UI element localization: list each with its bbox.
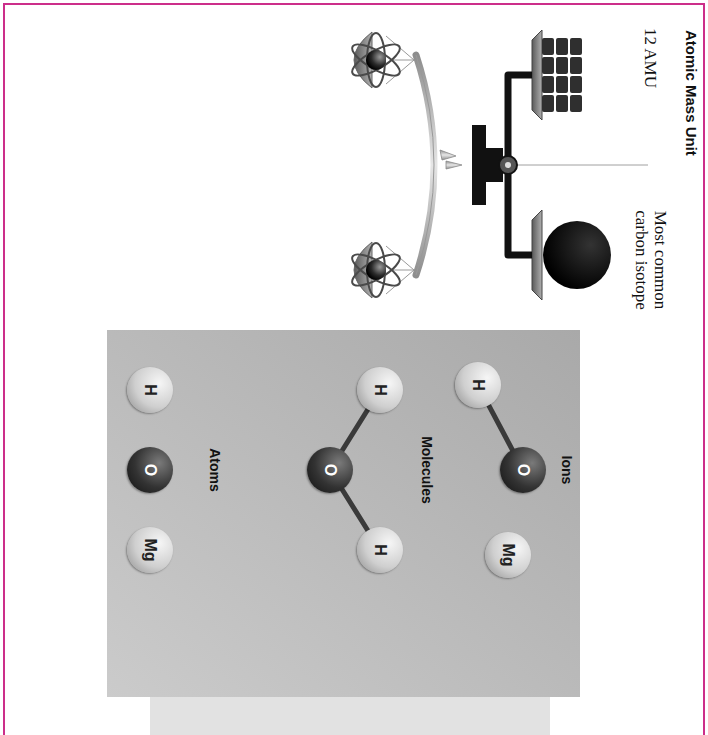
atom-balance [348, 32, 462, 298]
atom-circle: H [127, 367, 173, 413]
atom-circle: O [307, 447, 353, 493]
balance-scale [472, 30, 648, 300]
grey-panel [107, 330, 580, 697]
group-label: Molecules [419, 400, 435, 540]
mass-blocks [542, 38, 582, 112]
element-symbol: O [141, 464, 159, 476]
atom-circle: H [455, 362, 501, 408]
mass-block [542, 76, 554, 93]
group-label: Atoms [207, 400, 223, 540]
element-symbol: Mg [141, 538, 159, 561]
mass-block [556, 57, 568, 74]
mass-block [556, 95, 568, 112]
atom-icon [348, 242, 414, 298]
atom-circle: Mg [127, 527, 173, 573]
element-symbol: H [141, 384, 159, 396]
mass-block [542, 57, 554, 74]
scale-label: 12 AMU [641, 28, 660, 88]
element-symbol: O [321, 464, 339, 476]
element-symbol: O [514, 464, 532, 476]
mass-block [570, 76, 582, 93]
carbon-ball [543, 221, 611, 289]
scale-label: Most common carbon isotope [632, 200, 670, 320]
element-symbol: H [371, 384, 389, 396]
bond-line [342, 410, 368, 451]
grey-strip [150, 697, 550, 735]
element-symbol: H [371, 544, 389, 556]
atom-circle: H [357, 367, 403, 413]
title: Atomic Mass Unit [683, 30, 700, 156]
element-symbol: Mg [499, 543, 517, 566]
group-label: Ions [559, 400, 575, 540]
atom-icon [348, 32, 414, 88]
mass-block [556, 38, 568, 55]
mass-block [570, 38, 582, 55]
mass-block [542, 38, 554, 55]
mass-block [556, 76, 568, 93]
mass-block [542, 95, 554, 112]
atom-circle: O [500, 447, 546, 493]
atom-circle: H [357, 527, 403, 573]
bond-line [342, 490, 368, 531]
atom-circle: O [127, 447, 173, 493]
mass-block [570, 95, 582, 112]
bond-line [489, 405, 512, 449]
element-symbol: H [469, 379, 487, 391]
atom-circle: Mg [485, 532, 531, 578]
mass-block [570, 57, 582, 74]
frame-border [4, 4, 704, 735]
